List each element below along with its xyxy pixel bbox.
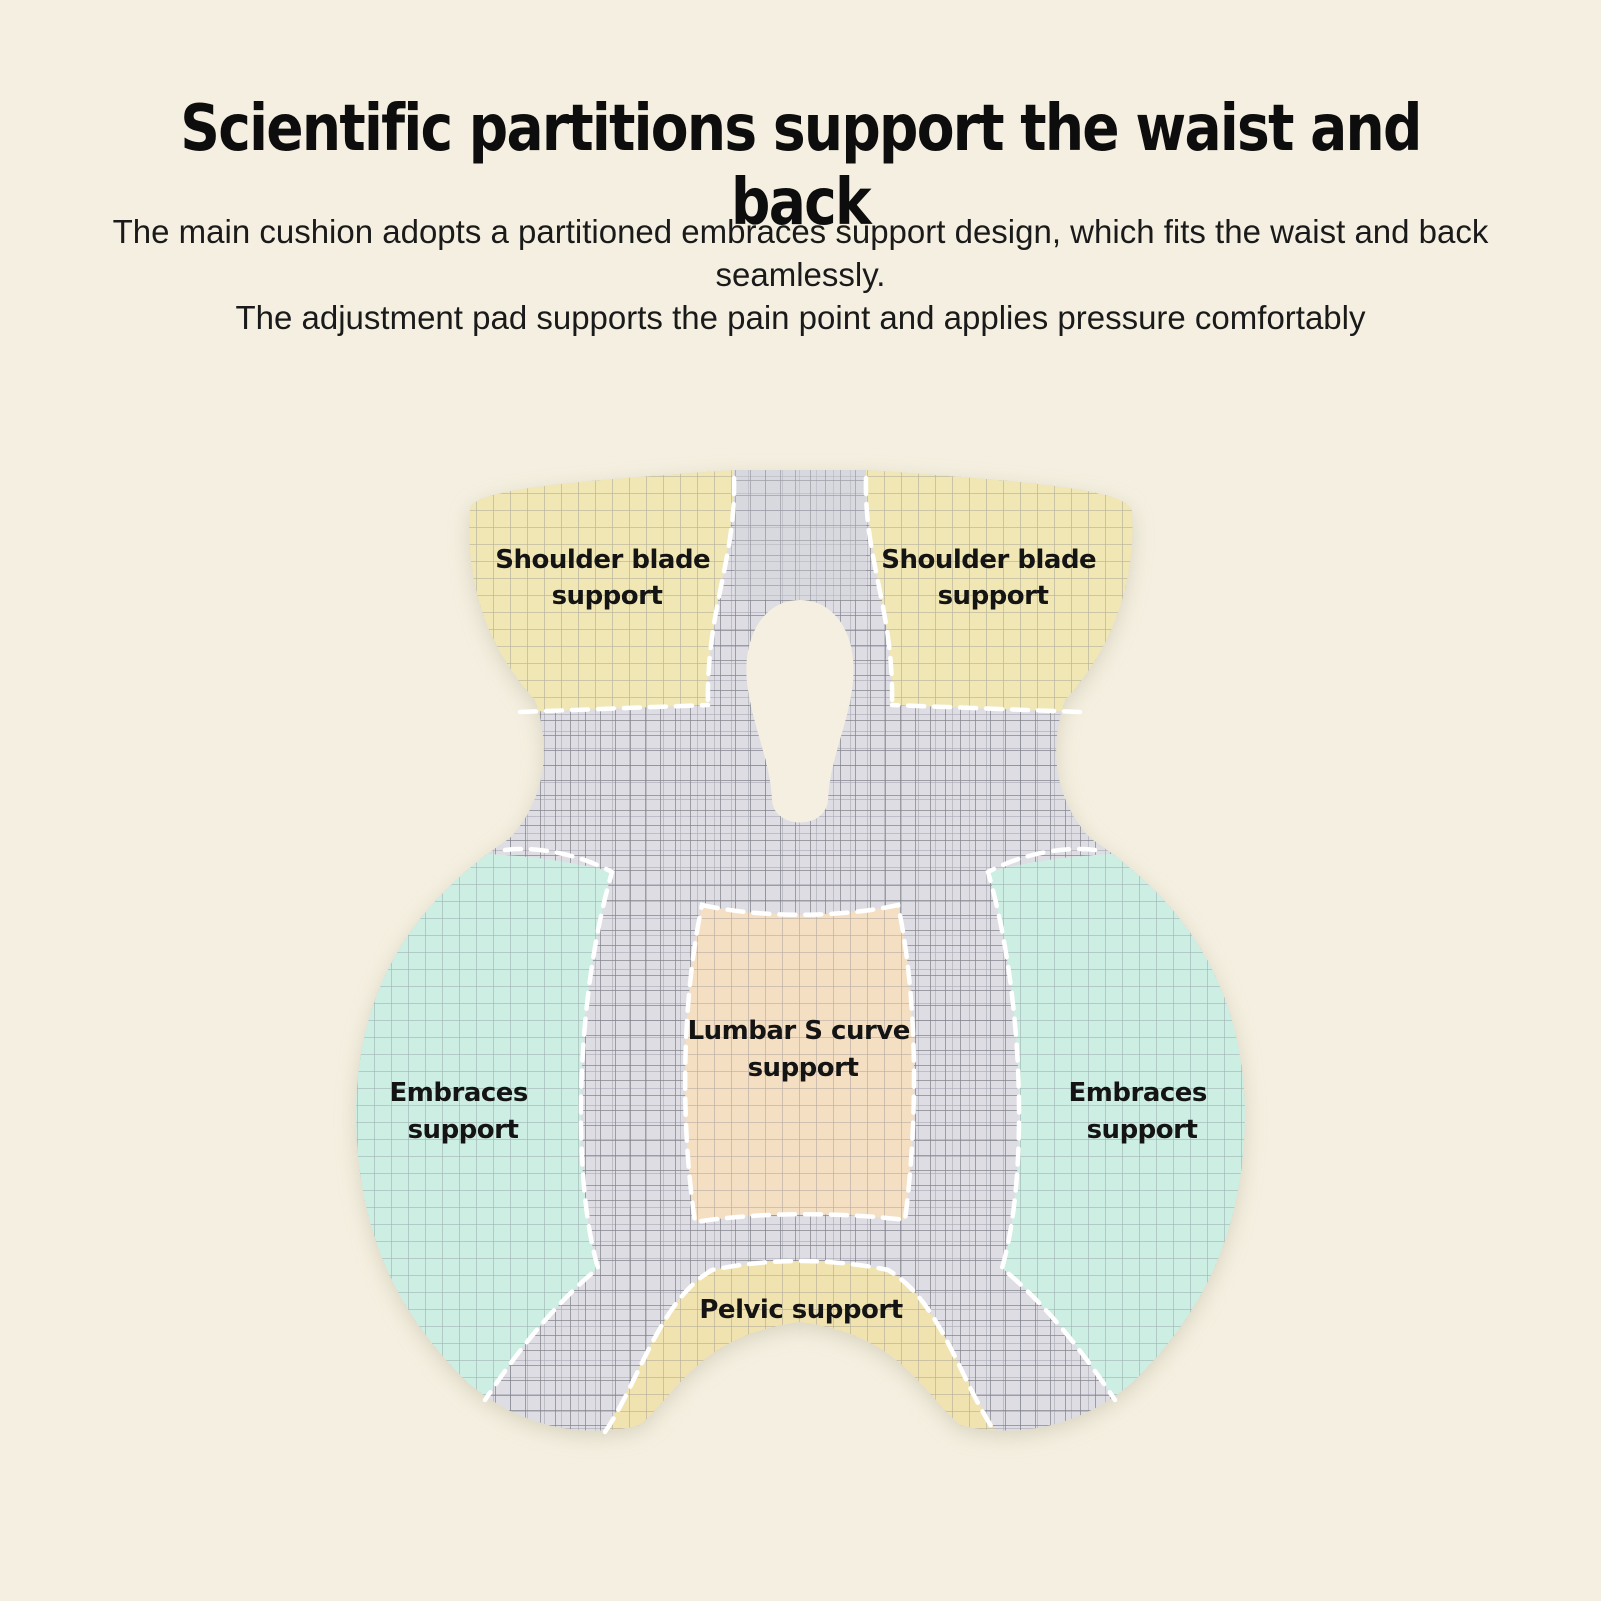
shoulder-left-border: [517, 475, 737, 715]
head-opening: [746, 600, 854, 823]
label-embrace-left: Embraces support: [390, 1078, 537, 1145]
embrace-right-border: [985, 846, 1118, 1403]
pelvic-border: [602, 1258, 998, 1435]
label-lumbar: Lumbar S curve support: [688, 1016, 919, 1083]
description-line-2: The adjustment pad supports the pain poi…: [235, 299, 1366, 336]
embrace-left-border: [482, 846, 615, 1403]
description: The main cushion adopts a partitioned em…: [60, 210, 1541, 339]
shoulder-right-border: [863, 475, 1083, 715]
page-title: Scientific partitions support the waist …: [180, 92, 1422, 240]
lumbar-border: [682, 902, 917, 1225]
description-line-1: The main cushion adopts a partitioned em…: [112, 213, 1489, 293]
label-embrace-right: Embraces support: [1069, 1078, 1216, 1145]
label-shoulder-right: Shoulder blade support: [881, 545, 1105, 611]
label-pelvic: Pelvic support: [699, 1295, 902, 1325]
label-shoulder-left: Shoulder blade support: [495, 545, 719, 611]
